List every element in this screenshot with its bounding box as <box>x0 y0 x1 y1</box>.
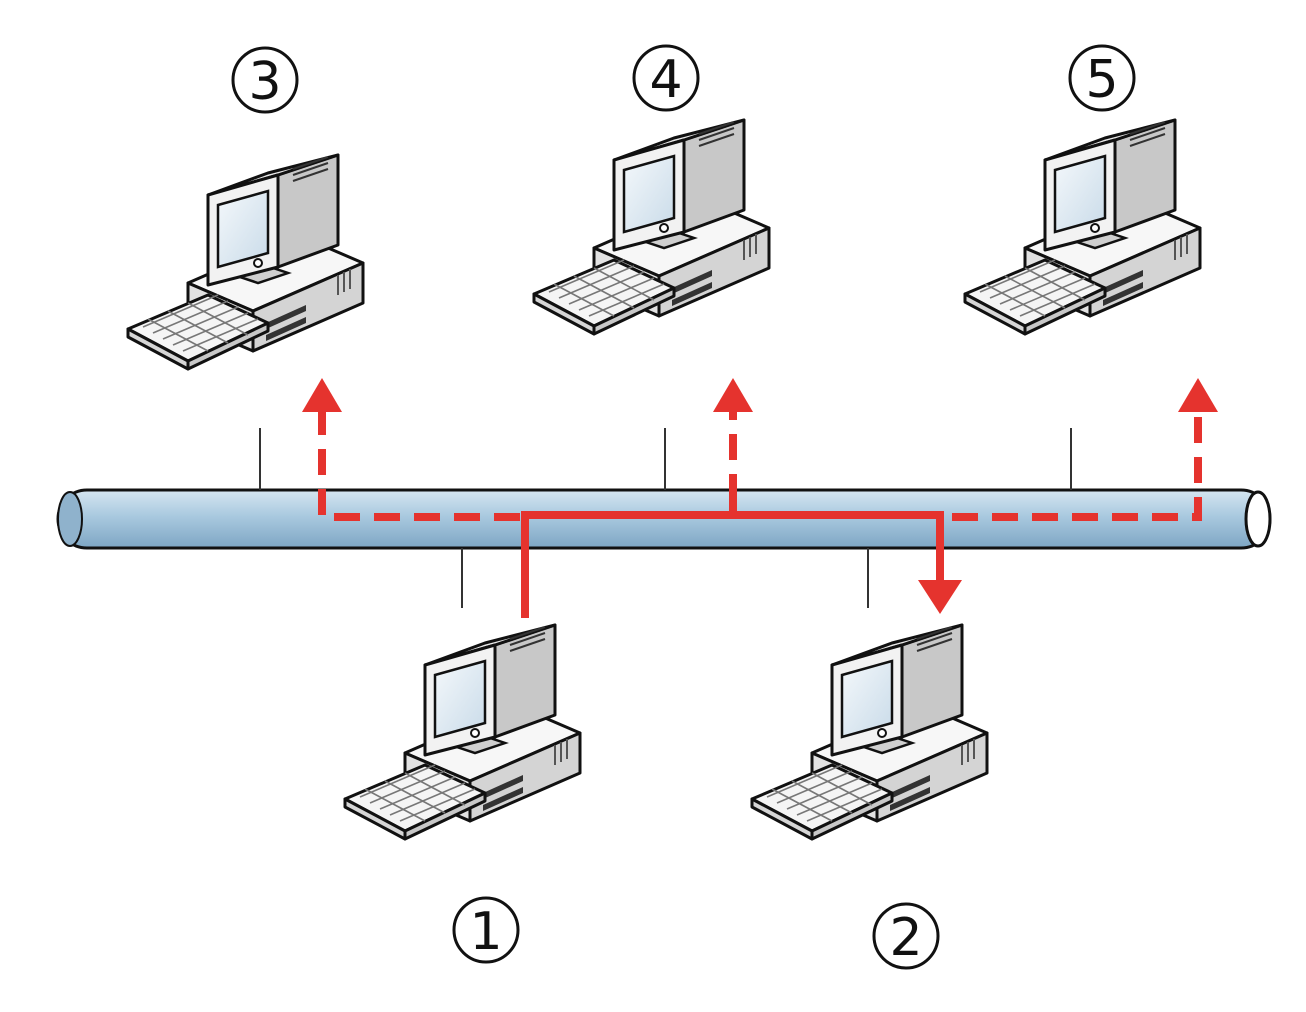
computer-icon-node-5 <box>963 118 1202 336</box>
arrow-to-node-2 <box>918 580 962 614</box>
arrow-to-node-3 <box>302 378 342 412</box>
arrow-to-node-5 <box>1178 378 1218 412</box>
svg-text:4: 4 <box>649 50 682 110</box>
svg-text:3: 3 <box>248 52 281 112</box>
svg-text:2: 2 <box>889 908 922 968</box>
node-label-2: 2 <box>872 902 940 970</box>
computer-icon-node-3 <box>126 153 365 371</box>
computer-icon-node-4 <box>532 118 771 336</box>
node-label-1: 1 <box>452 896 520 964</box>
node-label-4: 4 <box>632 44 700 112</box>
drop-lines <box>259 428 1072 608</box>
node-label-3: 3 <box>231 46 299 114</box>
arrow-to-node-4 <box>713 378 753 412</box>
computer-icon-node-1 <box>343 623 582 841</box>
signal-path-dashed <box>318 410 1202 521</box>
svg-text:5: 5 <box>1085 50 1118 110</box>
node-label-5: 5 <box>1068 44 1136 112</box>
signal-path-solid <box>521 500 944 618</box>
svg-text:1: 1 <box>469 902 502 962</box>
computer-icon-node-2 <box>750 623 989 841</box>
